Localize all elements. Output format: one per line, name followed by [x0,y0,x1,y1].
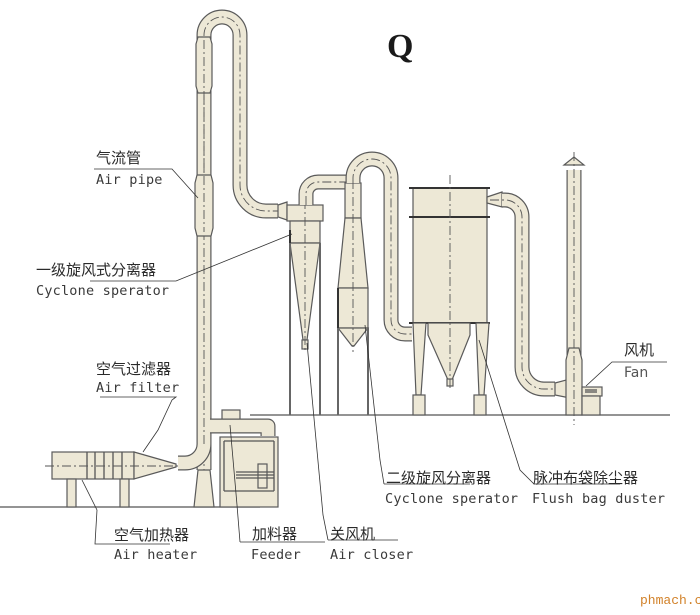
air-filter-label-en: Air filter [96,380,180,396]
feeder-label-zh: 加料器 [252,525,298,543]
bag-duster-label-en: Flush bag duster [532,491,666,507]
air-pipe-label-zh: 气流管 [96,149,142,167]
air-heater [45,451,178,508]
fan-label-en: Fan [624,365,649,381]
cyclone-2-label-zh: 二级旋风分离器 [386,469,492,487]
fan [562,152,603,425]
air-heater-label-en: Air heater [114,547,198,563]
cyclone-1-label-en: Cyclone sperator [36,283,170,299]
watermark: phmach.cn [640,593,700,608]
leader-lines [81,168,667,545]
air-heater-label-zh: 空气加热器 [114,526,190,544]
cyclone-separator-2 [336,151,413,415]
feeder [210,409,279,508]
bag-duster-label-zh: 脉冲布袋除尘器 [533,469,639,487]
cyclone-2-label-en: Cyclone sperator [385,491,519,507]
air-closer-label-en: Air closer [330,547,414,563]
feeder-label-en: Feeder [251,547,301,563]
fan-label-zh: 风机 [624,341,655,359]
cyclone-separator-1 [277,174,348,415]
air-pipe-label-en: Air pipe [96,172,163,188]
air-filter-label-zh: 空气过滤器 [96,360,172,378]
pulse-bag-duster [409,175,571,416]
cyclone-1-label-zh: 一级旋风式分离器 [36,261,157,279]
diagram-title: Q [387,28,414,65]
air-closer-label-zh: 关风机 [330,525,376,543]
air-pipe [177,9,290,508]
